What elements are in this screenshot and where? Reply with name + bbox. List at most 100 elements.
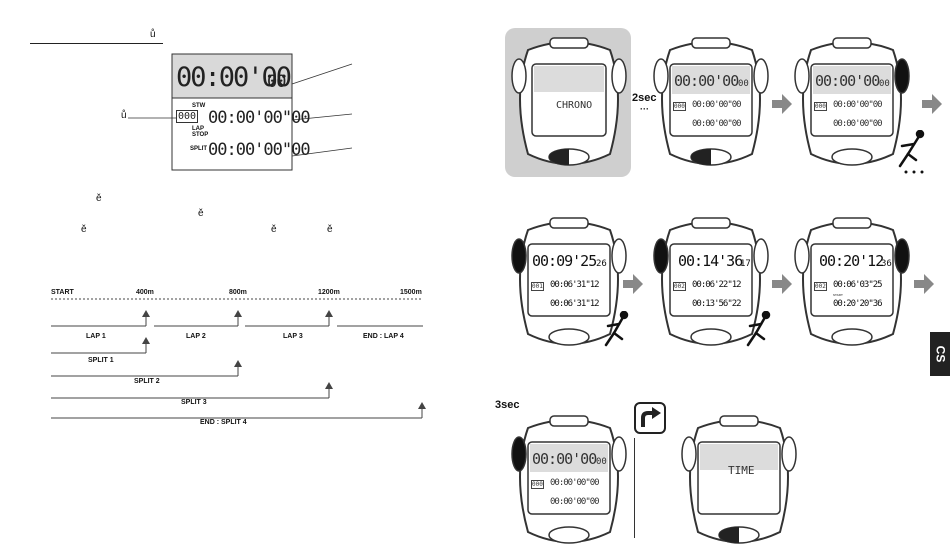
title-underline <box>30 43 163 44</box>
w6-hund: 36 <box>881 259 892 269</box>
marker-1200m: 1200m <box>318 289 340 296</box>
split-1-label: SPLIT 1 <box>88 357 114 364</box>
time-text: TIME <box>728 464 755 477</box>
split1-arrowhead <box>142 337 150 344</box>
w4-hund: 26 <box>596 259 607 269</box>
w4-counter: 001 <box>531 282 544 291</box>
w6-lap: 00:06'03"25 <box>833 280 883 290</box>
w2-lap: 00:00'00"00 <box>692 100 742 110</box>
return-arrow-icon <box>634 402 666 434</box>
label-stw: STW <box>192 103 206 109</box>
w5-main: 00:14'36 <box>678 252 743 270</box>
stray-mark-4: ě <box>271 224 277 235</box>
w3-counter: 000 <box>814 102 827 111</box>
runner-start-icon <box>898 130 925 174</box>
w7-split: 00:00'00"00 <box>550 497 600 507</box>
w4-split: 00:06'31"12 <box>550 299 600 309</box>
lap3-arrowhead <box>325 310 333 317</box>
w7-main: 00:00'00 <box>532 450 597 468</box>
w6-main: 00:20'12 <box>819 252 884 270</box>
callout-line-2 <box>291 113 353 121</box>
split-3-label: SPLIT 3 <box>181 399 207 406</box>
w5-lap: 00:06'22"12 <box>692 280 742 290</box>
label-stop: STOP <box>192 132 209 138</box>
watch-step6: 00:20'12 36 002 00:06'03"25 START 00:20'… <box>793 216 911 356</box>
marker-400m: 400m <box>136 289 154 296</box>
w3-split: 00:00'00"00 <box>833 119 883 129</box>
watch-step1: CHRONO <box>510 36 628 176</box>
w3-lap: 00:00'00"00 <box>833 100 883 110</box>
split3-arrowhead <box>325 382 333 389</box>
watch-step2: 00:00'00 00 000 00:00'00"00 00:00'00"00 <box>652 36 770 176</box>
stray-glyph: ů <box>150 29 156 40</box>
split-4-label: END : SPLIT 4 <box>200 419 247 426</box>
split-2-label: SPLIT 2 <box>134 378 160 385</box>
runner-lap-icon-2 <box>746 311 771 347</box>
stray-mark-5: ě <box>327 224 333 235</box>
watch-step3: 00:00'00 00 000 00:00'00"00 00:00'00"00 <box>793 36 911 176</box>
callout-line-1 <box>291 63 353 85</box>
lap-2-label: LAP 2 <box>186 333 206 340</box>
language-side-tab: CS <box>930 332 950 376</box>
hold-3sec-label: 3sec <box>495 399 520 411</box>
split4-arrowhead <box>418 402 426 409</box>
timeline-lines <box>51 298 426 419</box>
runner-lap-icon-1 <box>604 311 629 347</box>
w7-counter: 000 <box>531 480 544 489</box>
main-time-readout: 00:00'00 <box>176 62 292 93</box>
stray-mark-1: ě <box>96 193 102 204</box>
stray-mark-2: ě <box>198 208 204 219</box>
marker-800m: 800m <box>229 289 247 296</box>
w7-hund: 00 <box>596 457 607 467</box>
watch-step7: 00:00'00 00 000 00:00'00"00 00:00'00"00 <box>510 414 628 554</box>
split2-arrowhead <box>234 360 242 367</box>
step-arrow-5 <box>914 274 934 294</box>
marker-start: START <box>51 289 74 296</box>
step-arrow-2 <box>922 94 942 114</box>
w6-split: 00:20'20"36 <box>833 299 883 309</box>
display-diagram-frame <box>171 53 353 171</box>
lap-3-label: LAP 3 <box>283 333 303 340</box>
w6-start-label: START <box>833 293 843 297</box>
w5-counter: 002 <box>673 282 686 291</box>
w2-counter: 000 <box>673 102 686 111</box>
lap-1-label: LAP 1 <box>86 333 106 340</box>
step-arrow-3 <box>623 274 643 294</box>
counter-marker: ů <box>121 110 127 121</box>
main-hundredths: 00 <box>267 72 287 92</box>
w7-lap: 00:00'00"00 <box>550 478 600 488</box>
watch-step4: 00:09'25 26 001 00:06'31"12 00:06'31"12 <box>510 216 628 356</box>
w2-hund: 00 <box>738 79 749 89</box>
lap-time-readout: 00:00'00"00 <box>208 108 311 128</box>
lap1-arrowhead <box>142 310 150 317</box>
marker-1500m: 1500m <box>400 289 422 296</box>
label-split: SPLIT <box>190 146 208 152</box>
lap-4-label: END : LAP 4 <box>363 333 404 340</box>
w2-split: 00:00'00"00 <box>692 119 742 129</box>
hold-2sec-dots: ··· <box>640 104 649 114</box>
step-arrow-4 <box>772 274 792 294</box>
step-arrow-1 <box>772 94 792 114</box>
w2-main: 00:00'00 <box>674 72 739 90</box>
w5-split: 00:13'56"22 <box>692 299 742 309</box>
w5-hund: 17 <box>740 259 751 269</box>
label-lap: LAP <box>192 126 204 132</box>
w6-counter: 002 <box>814 282 827 291</box>
w3-main: 00:00'00 <box>815 72 880 90</box>
counter-callout <box>128 117 176 119</box>
w3-hund: 00 <box>879 79 890 89</box>
watch-step5: 00:14'36 17 002 00:06'22"12 00:13'56"22 <box>652 216 770 356</box>
w4-main: 00:09'25 <box>532 252 597 270</box>
watch-step8: TIME <box>680 414 798 554</box>
split-time-readout: 00:00'00"00 <box>208 140 311 160</box>
display-top-panel <box>171 53 293 99</box>
chrono-text: CHRONO <box>556 100 593 111</box>
counter-readout: 000 <box>176 110 199 123</box>
lap2-arrowhead <box>234 310 242 317</box>
callout-line-3 <box>291 147 353 157</box>
stray-mark-3: ě <box>81 224 87 235</box>
hold-2sec-label: 2sec <box>632 92 657 104</box>
w4-lap: 00:06'31"12 <box>550 280 600 290</box>
step-divider <box>634 438 635 538</box>
language-side-tab-text: CS <box>932 345 947 363</box>
